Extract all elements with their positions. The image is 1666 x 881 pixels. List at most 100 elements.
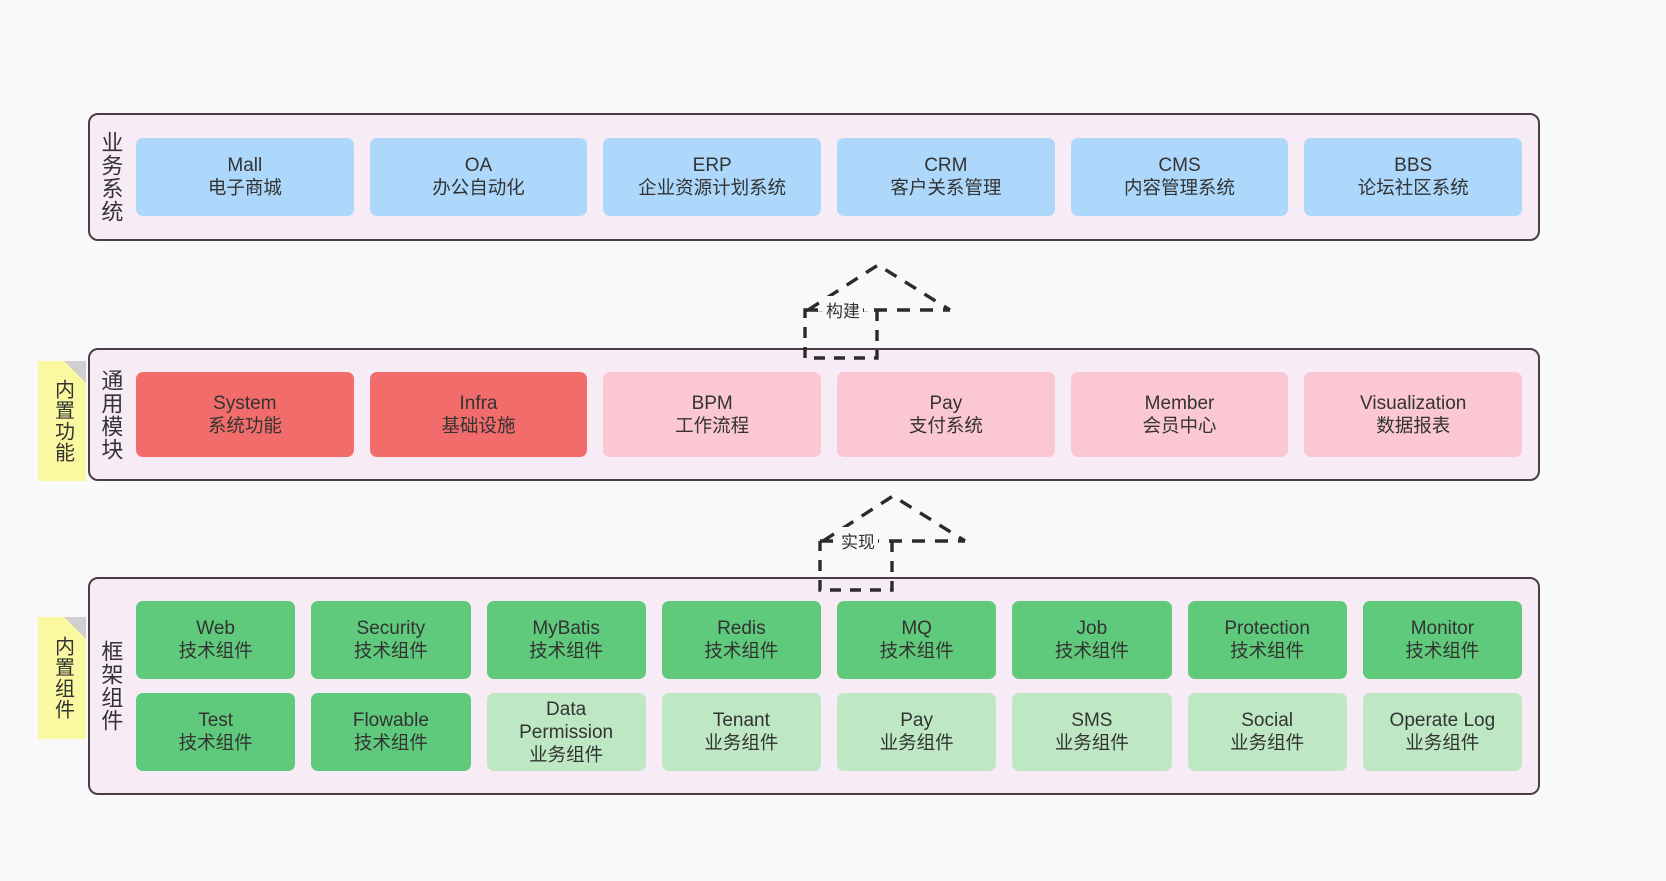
framework-tech-row: Web 技术组件 Security 技术组件 MyBatis 技术组件 Redi…: [136, 601, 1522, 679]
sticky-fold-corner-icon: [64, 361, 86, 383]
node-monitor[interactable]: Monitor 技术组件: [1362, 601, 1522, 679]
node-bbs-en: BBS: [1394, 155, 1433, 177]
node-bpm-cn: 工作流程: [675, 414, 750, 436]
node-oa-en: OA: [464, 155, 493, 177]
node-mq[interactable]: MQ 技术组件: [837, 601, 997, 679]
business-system-layer-title: 业务系统: [98, 131, 124, 223]
node-infra[interactable]: Infra 基础设施: [369, 372, 588, 457]
node-tenant[interactable]: Tenant 业务组件: [661, 693, 821, 771]
node-infra-cn: 基础设施: [441, 414, 516, 436]
framework-business-row: Test 技术组件 Flowable 技术组件 Data Permission …: [136, 693, 1522, 771]
node-mall[interactable]: Mall 电子商城: [136, 138, 354, 216]
node-visualization-cn: 数据报表: [1376, 414, 1451, 436]
node-web-cn: 技术组件: [178, 640, 253, 662]
node-bbs-cn: 论坛社区系统: [1357, 177, 1469, 199]
node-erp-en: ERP: [692, 155, 732, 177]
node-job-cn: 技术组件: [1054, 640, 1129, 662]
common-module-node-container: System 系统功能 Infra 基础设施 BPM 工作流程 Pay 支付系统…: [130, 350, 1538, 479]
sticky-note-builtin-features: 内置功能: [38, 361, 86, 481]
common-module-layer-title: 通用模块: [98, 368, 124, 461]
node-operate-log-en: Operate Log: [1389, 710, 1496, 732]
node-member[interactable]: Member 会员中心: [1070, 372, 1289, 457]
node-visualization-en: Visualization: [1360, 392, 1467, 414]
node-member-en: Member: [1144, 392, 1215, 414]
node-erp-cn: 企业资源计划系统: [638, 177, 787, 199]
node-system-cn: 系统功能: [207, 414, 282, 436]
node-cms-en: CMS: [1158, 155, 1201, 177]
sticky-fold-corner-icon: [64, 617, 86, 639]
node-web-en: Web: [196, 618, 235, 640]
node-flowable[interactable]: Flowable 技术组件: [311, 693, 471, 771]
node-monitor-en: Monitor: [1410, 618, 1475, 640]
node-member-cn: 会员中心: [1142, 414, 1217, 436]
node-bpm[interactable]: BPM 工作流程: [603, 372, 822, 457]
node-bbs[interactable]: BBS 论坛社区系统: [1304, 138, 1523, 216]
node-crm-cn: 客户关系管理: [890, 177, 1002, 199]
node-oa[interactable]: OA 办公自动化: [369, 138, 588, 216]
node-sms-en: SMS: [1071, 710, 1113, 732]
business-system-node-container: Mall 电子商城 OA 办公自动化 ERP 企业资源计划系统 CRM 客户关系…: [130, 115, 1538, 239]
node-redis-cn: 技术组件: [704, 640, 779, 662]
node-web[interactable]: Web 技术组件: [136, 601, 296, 679]
node-sms-cn: 业务组件: [1054, 732, 1129, 754]
node-visualization[interactable]: Visualization 数据报表: [1304, 372, 1523, 457]
node-data-permission-en: Data Permission: [519, 698, 614, 743]
framework-component-node-container: Web 技术组件 Security 技术组件 MyBatis 技术组件 Redi…: [130, 579, 1538, 793]
node-redis-en: Redis: [717, 618, 766, 640]
node-crm-en: CRM: [924, 155, 968, 177]
business-system-layer: 业务系统 Mall 电子商城 OA 办公自动化 ERP 企业资源计划系统 CRM…: [88, 113, 1540, 241]
connector-build-label: 构建: [823, 296, 863, 323]
node-test-en: Test: [198, 710, 234, 732]
node-protection[interactable]: Protection 技术组件: [1187, 601, 1347, 679]
node-pay-module[interactable]: Pay 支付系统: [837, 372, 1055, 457]
node-pay-module-en: Pay: [929, 392, 963, 414]
node-social-en: Social: [1241, 710, 1293, 732]
node-system[interactable]: System 系统功能: [136, 372, 354, 457]
node-flowable-cn: 技术组件: [353, 732, 428, 754]
node-pay-module-cn: 支付系统: [908, 414, 983, 436]
sticky-note-builtin-components: 内置组件: [38, 617, 86, 739]
framework-component-layer: 框架组件 Web 技术组件 Security 技术组件 MyBatis 技术组件…: [88, 577, 1540, 795]
node-crm[interactable]: CRM 客户关系管理: [837, 138, 1055, 216]
node-test[interactable]: Test 技术组件: [136, 693, 296, 771]
node-security[interactable]: Security 技术组件: [311, 601, 471, 679]
node-mall-en: Mall: [227, 155, 263, 177]
node-pay-component[interactable]: Pay 业务组件: [837, 693, 997, 771]
node-social-cn: 业务组件: [1230, 732, 1305, 754]
node-mq-cn: 技术组件: [879, 640, 954, 662]
node-mall-cn: 电子商城: [207, 177, 282, 199]
sticky-note-builtin-features-label: 内置功能: [51, 379, 74, 463]
node-security-cn: 技术组件: [353, 640, 428, 662]
node-monitor-cn: 技术组件: [1405, 640, 1480, 662]
node-cms[interactable]: CMS 内容管理系统: [1070, 138, 1289, 216]
node-job-en: Job: [1076, 618, 1108, 640]
node-protection-cn: 技术组件: [1230, 640, 1305, 662]
node-mybatis-cn: 技术组件: [529, 640, 604, 662]
node-protection-en: Protection: [1224, 618, 1310, 640]
connector-implement-label: 实现: [838, 527, 878, 554]
node-data-permission[interactable]: Data Permission 业务组件: [486, 693, 646, 771]
node-job[interactable]: Job 技术组件: [1012, 601, 1172, 679]
framework-component-layer-title: 框架组件: [98, 640, 124, 732]
node-infra-en: Infra: [459, 392, 498, 414]
node-erp[interactable]: ERP 企业资源计划系统: [603, 138, 822, 216]
node-flowable-en: Flowable: [352, 710, 429, 732]
node-tenant-en: Tenant: [712, 710, 770, 732]
node-bpm-en: BPM: [691, 392, 733, 414]
node-cms-cn: 内容管理系统: [1124, 177, 1236, 199]
node-sms[interactable]: SMS 业务组件: [1012, 693, 1172, 771]
node-tenant-cn: 业务组件: [704, 732, 779, 754]
node-oa-cn: 办公自动化: [432, 177, 525, 199]
sticky-note-builtin-components-label: 内置组件: [51, 636, 74, 720]
node-system-en: System: [213, 392, 277, 414]
node-data-permission-cn: 业务组件: [529, 743, 604, 765]
node-redis[interactable]: Redis 技术组件: [661, 601, 821, 679]
node-test-cn: 技术组件: [178, 732, 253, 754]
node-mybatis-en: MyBatis: [532, 618, 600, 640]
node-mybatis[interactable]: MyBatis 技术组件: [486, 601, 646, 679]
node-operate-log[interactable]: Operate Log 业务组件: [1362, 693, 1522, 771]
business-system-row: Mall 电子商城 OA 办公自动化 ERP 企业资源计划系统 CRM 客户关系…: [136, 138, 1523, 216]
node-operate-log-cn: 业务组件: [1405, 732, 1480, 754]
node-social[interactable]: Social 业务组件: [1187, 693, 1347, 771]
